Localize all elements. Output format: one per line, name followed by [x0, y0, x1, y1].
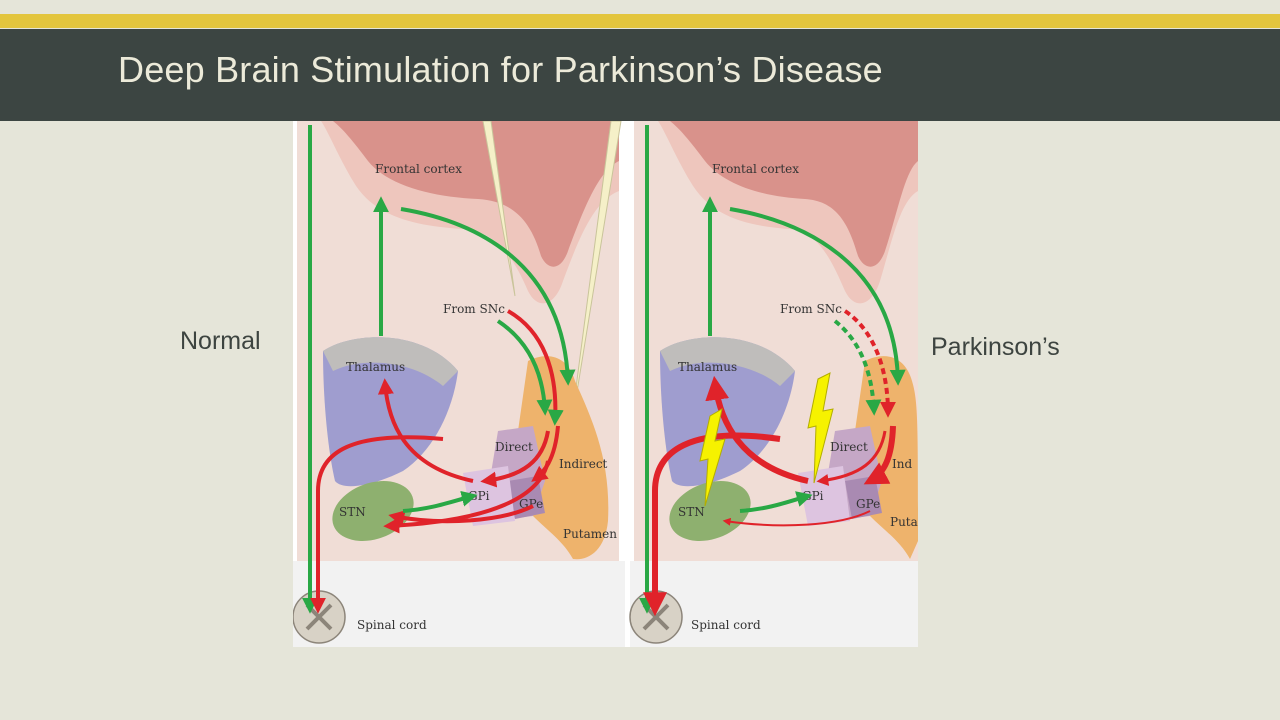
- stn-stimulation-bolt-icon: [699, 407, 726, 507]
- gpi-shape: [463, 466, 515, 526]
- descending-inhibitory-arrow: [310, 435, 444, 614]
- frontal-cortex-label: Frontal cortex: [712, 162, 799, 176]
- spinal-cord-label: Spinal cord: [357, 618, 427, 632]
- thalamus-top: [323, 337, 458, 386]
- indirect-label: Ind: [892, 457, 912, 471]
- putamen-label: Putamen: [563, 527, 617, 541]
- stimulating-electrode: [568, 121, 622, 442]
- indirect-label: Indirect: [559, 457, 608, 471]
- accent-bar: [0, 14, 1280, 28]
- direct-gpi-arrow: [480, 430, 550, 488]
- gpe-label: GPe: [856, 497, 880, 511]
- gpi-shape: [798, 466, 850, 526]
- stn-label: STN: [339, 505, 366, 519]
- parkinsons-label: Parkinson’s: [931, 333, 1060, 361]
- slide-title: Deep Brain Stimulation for Parkinson’s D…: [118, 49, 883, 90]
- title-bar: [0, 29, 1280, 121]
- snc-indirect-dashed-arrow: [843, 309, 896, 418]
- thalamus-label: Thalamus: [678, 360, 737, 374]
- normal-panel: Frontal cortex Indirect Putamen Direct G…: [293, 121, 625, 647]
- indirect-stn-arrow: [383, 460, 550, 534]
- stn-shape: [669, 481, 751, 541]
- snc-indirect-arrow: [507, 309, 564, 426]
- gpi-stimulation-bolt-icon: [807, 372, 834, 484]
- spinal-cord-label: Spinal cord: [691, 618, 761, 632]
- direct-label: Direct: [495, 440, 533, 454]
- stn-gpi-arrow: [402, 490, 478, 513]
- gpe-stn-arrow: [722, 510, 871, 527]
- frontal-cortex-label: Frontal cortex: [375, 162, 462, 176]
- thalamus-top: [660, 337, 795, 386]
- gpi-thalamus-arrow: [705, 375, 809, 484]
- normal-label: Normal: [180, 327, 261, 355]
- from-snc-label: From SNc: [780, 302, 842, 316]
- gpe-shape: [845, 476, 882, 519]
- indirect-gpe-arrow: [863, 425, 896, 485]
- stn-label: STN: [678, 505, 705, 519]
- thalamus-label: Thalamus: [346, 360, 405, 374]
- direct-label: Direct: [830, 440, 868, 454]
- thalamus-shape: [660, 337, 795, 487]
- cortex-putamen-arrow: [400, 207, 576, 386]
- parkinsons-panel: Frontal cortex Ind Puta Direct GPe GPi T…: [629, 121, 918, 647]
- cortex-inner: [333, 121, 619, 267]
- from-snc-label: From SNc: [443, 302, 505, 316]
- descending-inhibitory-arrow: [643, 432, 781, 617]
- putamen-label: Puta: [890, 515, 918, 529]
- snc-direct-arrow: [496, 319, 553, 416]
- gpi-thalamus-arrow: [377, 378, 474, 483]
- snc-direct-dashed-arrow: [833, 319, 882, 416]
- cortex-putamen-arrow: [729, 207, 906, 386]
- basal-ganglia-diagram: Frontal cortex Indirect Putamen Direct G…: [293, 121, 918, 647]
- gpe-stn-arrow: [388, 504, 534, 527]
- cortex-inner: [670, 121, 918, 267]
- spinal-area: [293, 561, 625, 647]
- stn-gpi-arrow: [739, 491, 813, 513]
